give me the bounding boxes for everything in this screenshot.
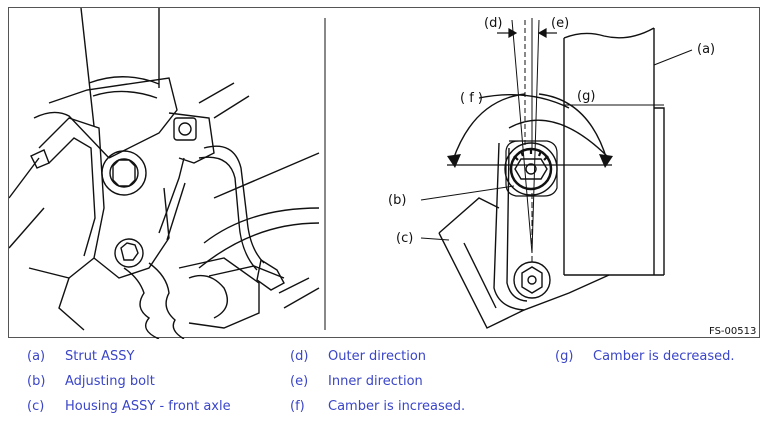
diagram-figure: (a) (b) (c) (d) (e) ( f ) (g) FS-00513	[8, 7, 760, 339]
right-illustration	[438, 27, 665, 329]
callout-a: (a)	[697, 42, 715, 57]
legend-item-g: (g) Camber is decreased.	[555, 349, 735, 364]
legend-text: Housing ASSY - front axle	[65, 399, 231, 414]
legend-item-d: (d) Outer direction	[290, 349, 426, 364]
legend-key: (c)	[27, 399, 45, 414]
leader-lines	[420, 49, 693, 241]
left-illustration	[9, 8, 320, 339]
figure-code: FS-00513	[709, 326, 756, 337]
legend-item-f: (f) Camber is increased.	[290, 399, 465, 414]
direction-lines	[447, 18, 612, 254]
callout-g: (g)	[577, 89, 595, 104]
legend-key: (f)	[290, 399, 305, 414]
callout-e: (e)	[551, 16, 569, 31]
legend-text: Outer direction	[328, 349, 427, 364]
d-e-arrows	[497, 27, 557, 39]
legend-text: Inner direction	[328, 374, 423, 389]
legend-key: (e)	[290, 374, 309, 389]
legend-text: Adjusting bolt	[65, 374, 155, 389]
callout-f: ( f )	[460, 91, 483, 106]
rotation-arrow-head-g	[599, 154, 613, 168]
legend-item-e: (e) Inner direction	[290, 374, 423, 389]
callout-c: (c)	[396, 231, 413, 246]
diagram-svg: (a) (b) (c) (d) (e) ( f ) (g) FS-00513	[9, 8, 756, 339]
legend-text: Camber is decreased.	[593, 349, 735, 364]
legend-item-c: (c) Housing ASSY - front axle	[27, 399, 231, 414]
legend: (a) Strut ASSY (b) Adjusting bolt (c) Housi…	[0, 340, 771, 425]
callout-b: (b)	[388, 193, 406, 208]
legend-key: (b)	[27, 374, 46, 389]
legend-key: (d)	[290, 349, 309, 364]
legend-text: Camber is increased.	[328, 399, 466, 414]
rotation-arrow-head-f	[447, 154, 461, 168]
legend-key: (a)	[27, 349, 46, 364]
rotation-arrows	[452, 93, 608, 161]
callout-d: (d)	[484, 16, 502, 31]
legend-item-b: (b) Adjusting bolt	[27, 374, 155, 389]
legend-item-a: (a) Strut ASSY	[27, 349, 135, 364]
legend-key: (g)	[555, 349, 574, 364]
legend-text: Strut ASSY	[65, 349, 135, 364]
